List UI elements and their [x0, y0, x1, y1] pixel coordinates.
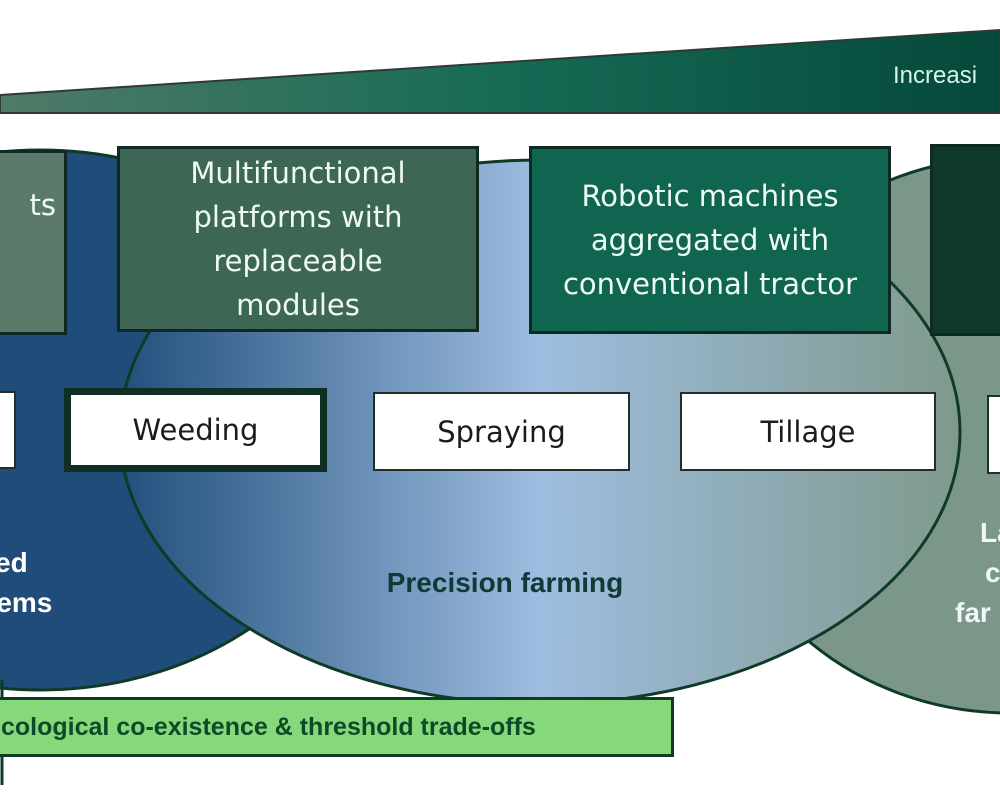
task-label: Weeding — [132, 413, 259, 447]
increasing-scale-label: Increasi — [893, 62, 978, 89]
top-box-line: conventional tractor — [562, 267, 858, 301]
left-ellipse-label-line: ed — [0, 547, 28, 578]
top-box-line: modules — [236, 288, 360, 322]
task-box-partial-left — [0, 391, 16, 469]
top-box-line: replaceable — [213, 244, 383, 278]
left-ellipse-label: ed tems — [0, 543, 90, 623]
co-existence-banner-text: cological co-existence & threshold trade… — [1, 712, 536, 741]
task-label: Spraying — [437, 414, 566, 449]
top-box-line: Multifunctional — [190, 156, 406, 190]
left-ellipse-label-line: tems — [0, 587, 53, 618]
increasing-scale-wedge — [0, 28, 1000, 114]
top-box-partial-right — [930, 144, 1000, 336]
top-box-line: Robotic machines — [581, 179, 839, 213]
right-ellipse-label-line: far — [955, 597, 991, 628]
top-box-partial-left: ts — [0, 150, 67, 335]
top-box-line: aggregated with — [590, 223, 830, 257]
right-ellipse-label-line: La — [980, 517, 1000, 548]
task-box-tillage: Tillage — [680, 392, 936, 471]
task-label: Tillage — [760, 414, 856, 449]
top-box-line: platforms with — [193, 200, 403, 234]
task-box-weeding: Weeding — [64, 388, 327, 472]
co-existence-banner: cological co-existence & threshold trade… — [0, 697, 674, 757]
task-box-partial-right — [987, 395, 1000, 474]
precision-farming-label: Precision farming — [386, 567, 624, 598]
top-box-robotic-tractor: Robotic machines aggregated with convent… — [529, 146, 891, 334]
right-ellipse-label-line: c — [985, 557, 1000, 588]
task-box-spraying: Spraying — [373, 392, 630, 471]
top-box-multifunctional: Multifunctional platforms with replaceab… — [117, 146, 479, 332]
top-box-partial-left-text: ts — [29, 188, 56, 222]
right-ellipse-label: La c far — [950, 513, 1000, 633]
